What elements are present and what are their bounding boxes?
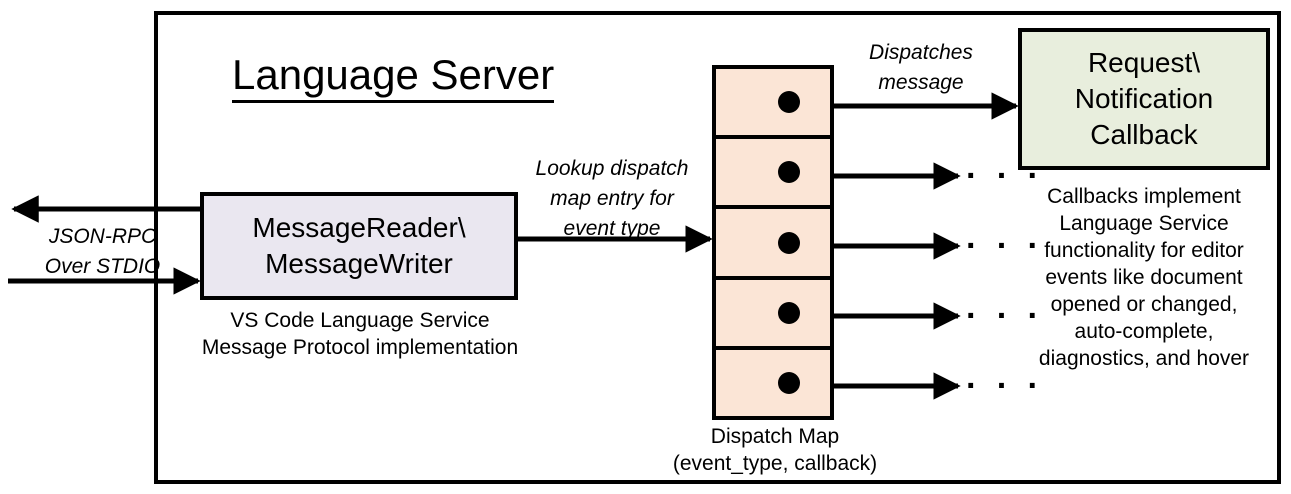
dispatch-entry-dot-icon bbox=[778, 161, 800, 184]
request-notification-callback-node[interactable]: Request\ Notification Callback bbox=[1018, 28, 1270, 170]
callback-caption: Callbacks implement Language Service fun… bbox=[1010, 183, 1278, 372]
language-server-title-text: Language Server bbox=[232, 51, 555, 103]
dispatch-map-caption-line-2: (event_type, callback) bbox=[672, 452, 878, 475]
callback-caption-line-5: opened or changed, bbox=[1050, 293, 1238, 316]
callback-caption-line-4: events like document bbox=[1045, 266, 1243, 289]
dispatch-map-caption-line-1: Dispatch Map bbox=[710, 425, 840, 448]
callback-caption-line-3: functionality for editor bbox=[1044, 239, 1244, 262]
lookup-label-line-1: Lookup dispatch bbox=[535, 157, 689, 180]
dispatches-label-line-1: Dispatches bbox=[869, 41, 973, 64]
message-reader-caption-line-1: VS Code Language Service bbox=[230, 309, 490, 332]
jsonrpc-label-line-2: Over STDIO bbox=[44, 255, 161, 278]
dispatch-entry-dot-icon bbox=[778, 231, 800, 254]
message-writer-line: MessageWriter bbox=[265, 248, 453, 279]
callback-caption-line-7: diagnostics, and hover bbox=[1038, 347, 1250, 370]
message-reader-writer-node[interactable]: MessageReader\ MessageWriter bbox=[200, 192, 518, 300]
dispatches-label-line-2: message bbox=[878, 71, 964, 94]
dispatch-row-5-ellipsis: · · · bbox=[966, 367, 1044, 405]
dispatch-entry-dot-icon bbox=[778, 301, 800, 324]
dispatch-map-row[interactable] bbox=[716, 350, 830, 416]
lookup-dispatch-label: Lookup dispatch map entry for event type bbox=[516, 154, 708, 244]
dispatches-message-label: Dispatches message bbox=[836, 38, 1006, 98]
dispatch-map-row[interactable] bbox=[716, 209, 830, 280]
message-reader-caption: VS Code Language Service Message Protoco… bbox=[190, 307, 530, 361]
callback-line-3: Callback bbox=[1090, 119, 1198, 150]
language-server-boundary bbox=[154, 11, 1281, 484]
callback-line-1: Request\ bbox=[1087, 47, 1201, 78]
lookup-label-line-3: event type bbox=[563, 217, 661, 240]
callback-caption-line-1: Callbacks implement bbox=[1047, 185, 1241, 208]
dispatch-map-row[interactable] bbox=[716, 280, 830, 350]
callback-caption-line-6: auto-complete, bbox=[1074, 320, 1214, 343]
callback-line-2: Notification bbox=[1074, 83, 1214, 114]
callback-caption-line-2: Language Service bbox=[1059, 212, 1229, 235]
lookup-label-line-2: map entry for bbox=[550, 187, 674, 210]
dispatch-entry-dot-icon bbox=[778, 91, 800, 114]
dispatch-map-table[interactable] bbox=[712, 65, 834, 420]
page-title: Language Server bbox=[232, 50, 652, 103]
dispatch-map-caption: Dispatch Map (event_type, callback) bbox=[640, 423, 910, 477]
jsonrpc-transport-label: JSON-RPC Over STDIO bbox=[25, 222, 180, 282]
dispatch-map-row[interactable] bbox=[716, 139, 830, 210]
message-reader-line: MessageReader\ bbox=[252, 212, 466, 243]
message-reader-caption-line-2: Message Protocol implementation bbox=[201, 336, 519, 359]
dispatch-entry-dot-icon bbox=[778, 371, 800, 394]
jsonrpc-label-line-1: JSON-RPC bbox=[48, 225, 157, 248]
dispatch-map-row[interactable] bbox=[716, 69, 830, 140]
